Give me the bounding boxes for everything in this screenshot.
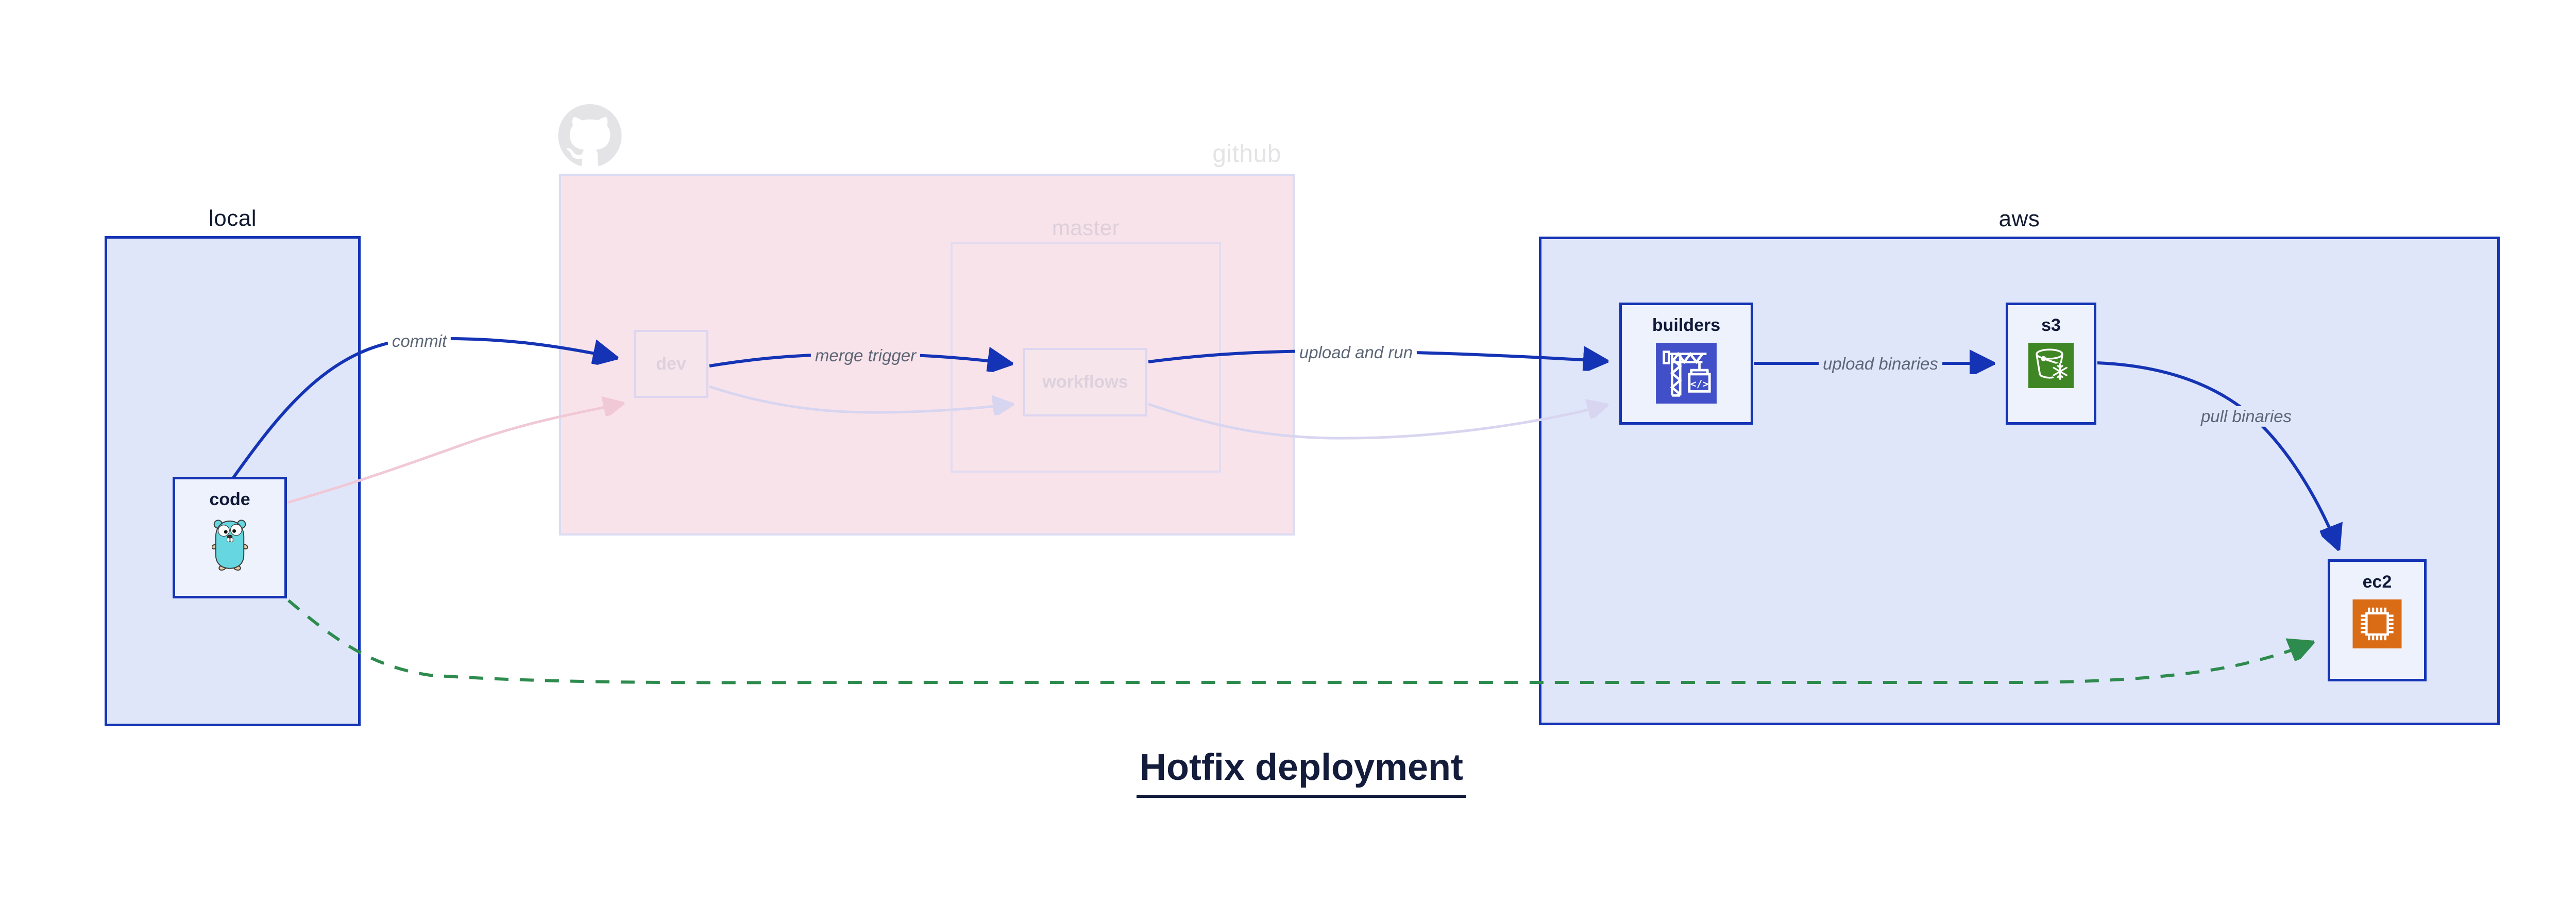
ec2-chip-icon <box>2352 599 2402 651</box>
edge-code-to-dev-faded <box>287 403 624 504</box>
edge-hotfix-green-dashed <box>287 599 2314 684</box>
node-s3: s3 <box>2006 303 2096 425</box>
container-master-label: master <box>1052 215 1120 240</box>
edge-label-upload-and-run: upload and run <box>1295 342 1417 363</box>
edge-label-upload-binaries: upload binaries <box>1819 353 1942 375</box>
s3-bucket-snowflake-icon <box>2028 343 2074 391</box>
container-github-label: github <box>1212 140 1281 168</box>
container-local-label: local <box>209 206 257 231</box>
edge-label-merge-trigger: merge trigger <box>810 345 921 366</box>
node-dev: dev <box>634 330 708 398</box>
edge-label-commit: commit <box>387 330 451 352</box>
edge-pull-binaries <box>2097 361 2339 550</box>
edge-label-pull-binaries: pull binaries <box>2196 406 2296 427</box>
node-s3-label: s3 <box>2041 315 2061 335</box>
node-workflows-label: workflows <box>1042 372 1128 392</box>
edge-dev-to-workflows-faded <box>709 385 1014 412</box>
node-builders: builders < <box>1619 303 1753 425</box>
edge-workflows-to-builders-faded <box>1148 404 1608 440</box>
node-builders-label: builders <box>1652 315 1721 335</box>
node-code: code <box>173 477 287 598</box>
github-octocat-icon <box>557 104 622 170</box>
node-ec2: ec2 <box>2328 559 2427 681</box>
go-gopher-icon <box>211 517 248 574</box>
codebuild-crane-icon: </> <box>1656 343 1717 406</box>
node-ec2-label: ec2 <box>2362 572 2392 592</box>
node-workflows: workflows <box>1023 348 1147 416</box>
container-aws-label: aws <box>1998 206 2040 231</box>
svg-text:</>: </> <box>1690 378 1709 390</box>
diagram-title: Hotfix deployment <box>1136 746 1467 798</box>
node-code-label: code <box>209 490 250 509</box>
node-dev-label: dev <box>656 354 686 374</box>
